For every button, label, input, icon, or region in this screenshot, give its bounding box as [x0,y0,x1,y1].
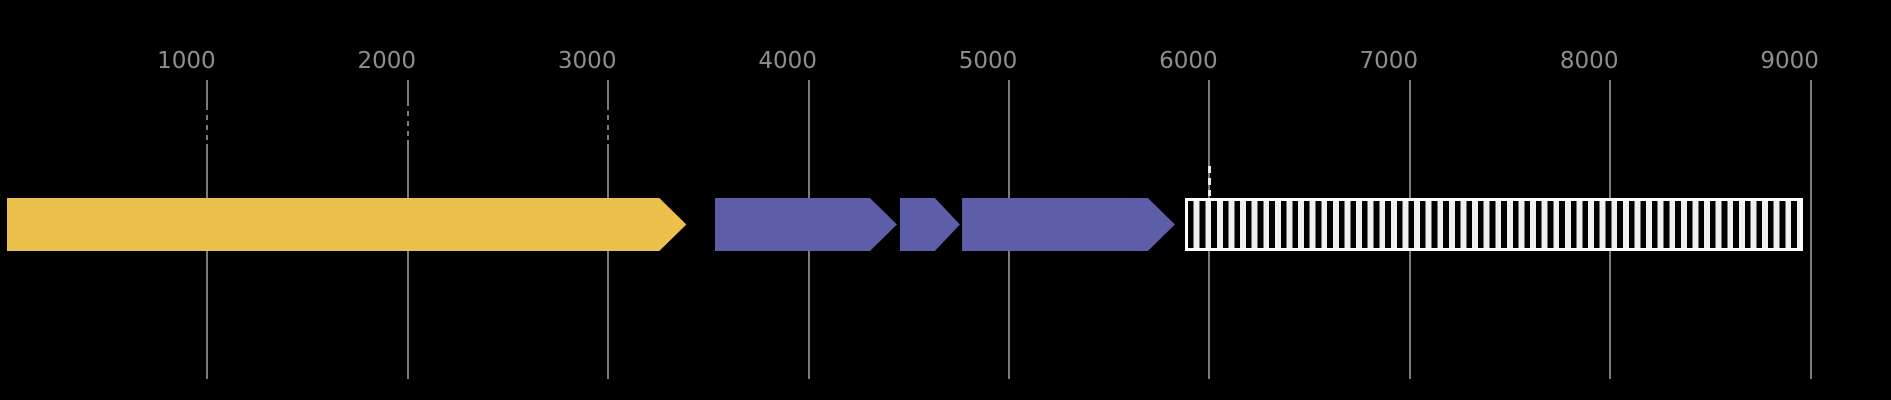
feature-5-hatched-segment [1184,198,1803,251]
dash-artifact-3000 [606,110,610,144]
tick-label-8000: 8000 [1559,48,1619,74]
dash-artifact-1000 [205,110,209,144]
tick-label-9000: 9000 [1760,48,1819,74]
feature-4-gene-arrow [962,198,1175,251]
feature-3-gene-arrow [899,198,960,251]
tick-label-3000: 3000 [557,48,617,74]
feature-1-gene-arrow [7,198,687,251]
dash-artifact-6000 [1207,166,1211,196]
tick-label-4000: 4000 [758,48,817,74]
tick-label-2000: 2000 [357,48,417,74]
tick-label-5000: 5000 [958,48,1018,74]
dash-artifact-2000 [406,106,410,140]
tick-label-7000: 7000 [1359,48,1419,74]
tick-label-1000: 1000 [157,48,216,74]
feature-2-gene-arrow [715,198,897,251]
gridline-9000 [1809,80,1812,379]
tick-label-6000: 6000 [1159,48,1218,74]
